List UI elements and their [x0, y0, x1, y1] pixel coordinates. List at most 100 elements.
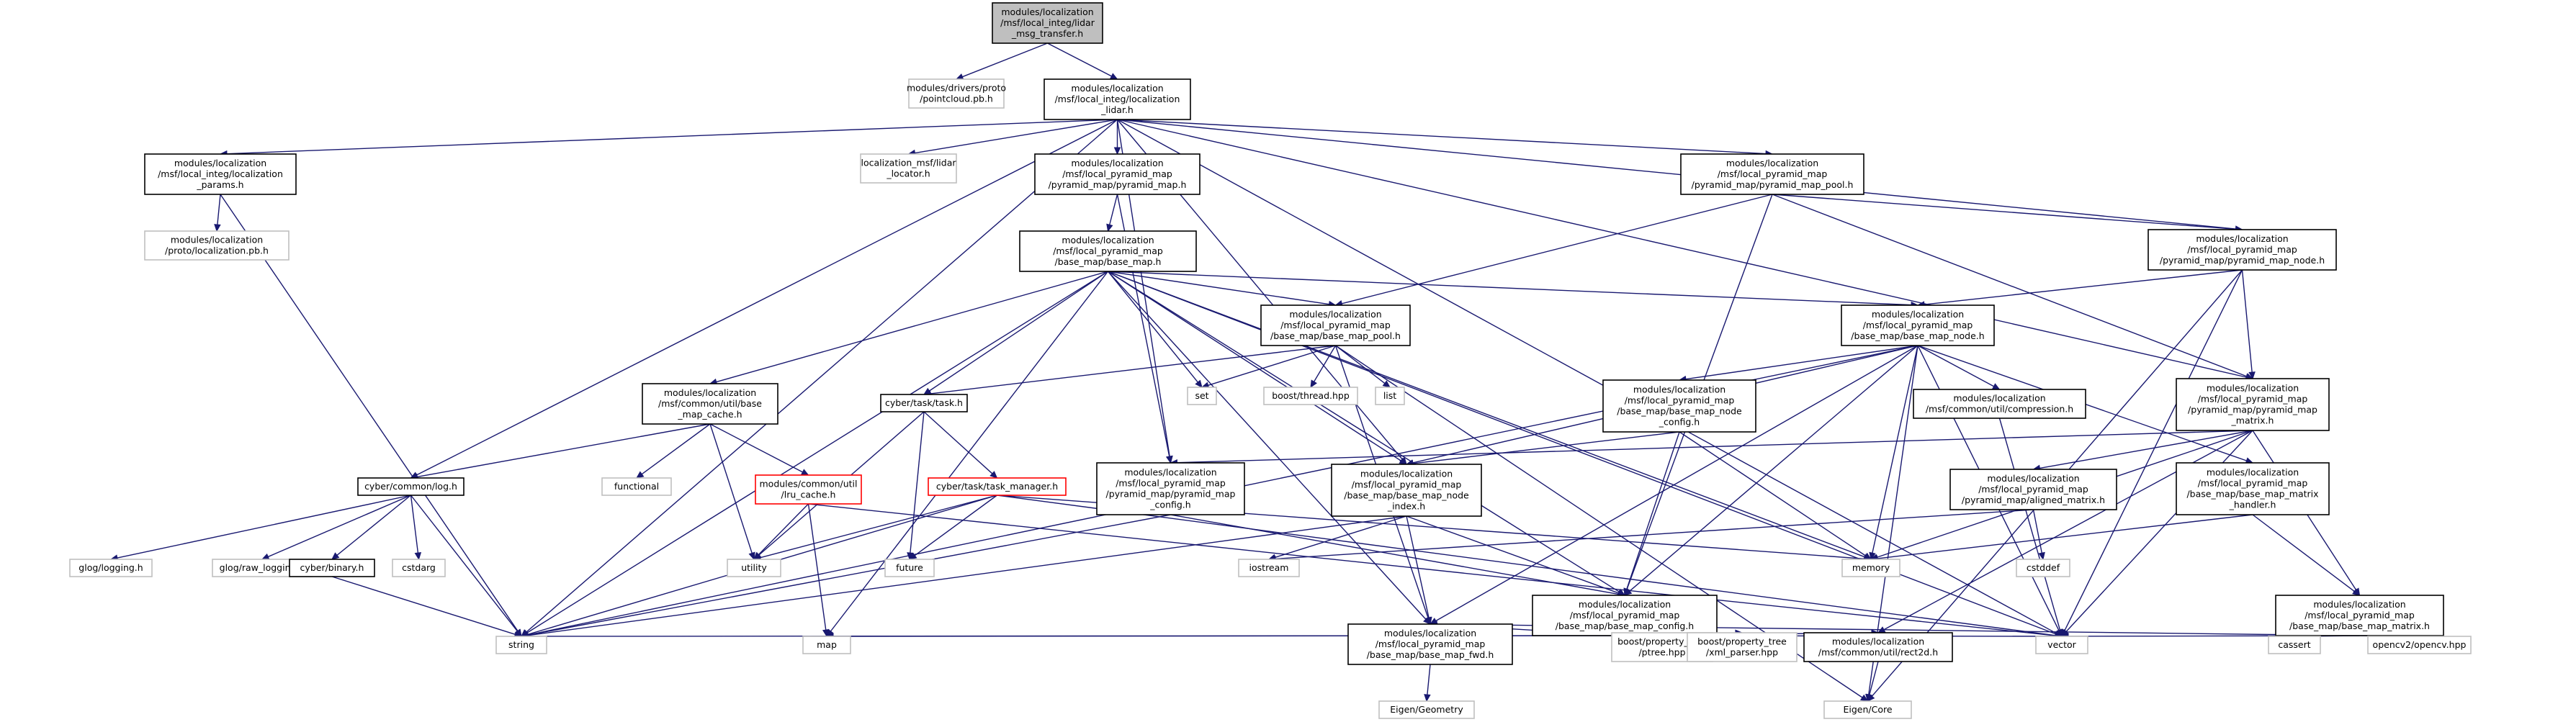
node-future[interactable]: future [884, 559, 935, 577]
edge-pyramid_map_pool-to-pyramid_map_node [1772, 194, 2243, 233]
node-label-line: cassert [2278, 639, 2310, 650]
node-label-line: localization_msf/lidar [861, 158, 957, 168]
node-map[interactable]: map [802, 636, 851, 654]
node-label-line: /msf/common/util/compression.h [1926, 404, 2073, 415]
edge-task-to-task_manager [923, 411, 998, 479]
node-base-map-node-config[interactable]: modules/localization/msf/local_pyramid_m… [1602, 379, 1756, 433]
node-box [1260, 304, 1411, 346]
node-label-line: modules/localization [1726, 158, 1818, 168]
node-label-line: /base_map/base_map_pool.h [1270, 330, 1401, 341]
node-base-map-fwd[interactable]: modules/localization/msf/local_pyramid_m… [1347, 623, 1513, 665]
node-log[interactable]: cyber/common/log.h [357, 477, 465, 496]
node-box [1913, 389, 2086, 419]
node-vector[interactable]: vector [2035, 636, 2088, 654]
node-label-line: /pyramid_map/aligned_matrix.h [1962, 495, 2105, 505]
node-boost-xml-parser[interactable]: boost/property_tree/xml_parser.hpp [1687, 632, 1798, 662]
node-localization-pb[interactable]: modules/localization/proto/localization.… [144, 230, 290, 261]
node-label-line: Eigen/Core [1843, 704, 1892, 715]
node-label-line: /base_map/base_map.h [1055, 256, 1162, 267]
node-base-map-cache[interactable]: modules/localization/msf/common/util/bas… [642, 383, 778, 425]
node-label-line: boost/property_tree [1617, 636, 1707, 647]
node-base-map-node-index[interactable]: modules/localization/msf/local_pyramid_m… [1331, 464, 1482, 517]
node-box [860, 153, 957, 184]
node-pyramid-map[interactable]: modules/localization/msf/local_pyramid_m… [1034, 153, 1201, 195]
node-memory[interactable]: memory [1841, 559, 1900, 577]
node-pointcloud[interactable]: modules/drivers/proto/pointcloud.pb.h [907, 78, 1006, 109]
node-label-line: modules/localization [171, 235, 263, 245]
node-lidar-locator[interactable]: localization_msf/lidar_locator.h [860, 153, 957, 184]
node-root[interactable]: modules/localization/msf/local_integ/lid… [992, 2, 1103, 44]
edge-base_map_cache-to-utility [709, 423, 755, 561]
node-localization-lidar[interactable]: modules/localization/msf/local_integ/loc… [1044, 78, 1191, 120]
node-label-line: modules/localization [2207, 467, 2299, 478]
node-base-map-config[interactable]: modules/localization/msf/local_pyramid_m… [1532, 595, 1718, 636]
node-base-map-matrix-handler[interactable]: modules/localization/msf/local_pyramid_m… [2176, 462, 2330, 515]
node-label-line: _config.h [1659, 417, 1700, 428]
node-set[interactable]: set [1187, 387, 1217, 405]
node-label-line: modules/localization [2313, 599, 2405, 610]
node-functional[interactable]: functional [601, 477, 672, 496]
node-label-line: /base_map/base_map_node [1344, 490, 1469, 501]
node-label-line: modules/localization [174, 158, 266, 168]
node-box [880, 394, 968, 412]
node-base-map-matrix[interactable]: modules/localization/msf/local_pyramid_m… [2275, 595, 2444, 636]
node-box [642, 383, 778, 425]
node-opencv[interactable]: opencv2/opencv.hpp [2367, 636, 2472, 654]
node-label-line: /xml_parser.hpp [1706, 647, 1778, 658]
node-label-line: _lidar.h [1100, 104, 1134, 115]
node-cassert[interactable]: cassert [2268, 636, 2321, 654]
node-rect2d[interactable]: modules/localization/msf/common/util/rec… [1803, 632, 1953, 662]
node-label-line: modules/localization [1062, 235, 1154, 245]
node-base-map-node[interactable]: modules/localization/msf/local_pyramid_m… [1841, 304, 1995, 346]
node-pyramid-map-pool[interactable]: modules/localization/msf/local_pyramid_m… [1680, 153, 1864, 195]
node-iostream[interactable]: iostream [1238, 559, 1300, 577]
edge-base_map_pool-to-boost_thread [1310, 345, 1337, 389]
edge-pyramid_map_matrix-to-rect2d [1877, 430, 2253, 633]
node-label-line: modules/localization [1289, 309, 1381, 320]
edge-pyramid_map_matrix-to-pyramid_map_config [1170, 430, 2253, 466]
node-cstdarg[interactable]: cstdarg [392, 559, 446, 577]
node-cyber-binary[interactable]: cyber/binary.h [289, 559, 375, 577]
node-box [601, 477, 672, 496]
node-pyramid-map-node[interactable]: modules/localization/msf/local_pyramid_m… [2148, 229, 2337, 271]
node-boost-thread[interactable]: boost/thread.hpp [1263, 387, 1358, 405]
node-label-line: _index.h [1387, 501, 1425, 512]
node-label-line: /base_map/base_map_matrix [2186, 489, 2318, 500]
node-pyramid-map-config[interactable]: modules/localization/msf/local_pyramid_m… [1096, 462, 1245, 515]
edge-log-to-glog_logging [109, 495, 411, 561]
node-pyramid-map-matrix[interactable]: modules/localization/msf/local_pyramid_m… [2176, 378, 2330, 431]
edge-log-to-glog_raw_logging [261, 495, 411, 560]
node-task-manager[interactable]: cyber/task/task_manager.h [928, 477, 1067, 496]
node-label-line: boost/property_tree [1697, 636, 1787, 647]
node-localization-params[interactable]: modules/localization/msf/local_integ/loc… [144, 153, 297, 195]
node-utility[interactable]: utility [727, 559, 781, 577]
edge-rect2d-to-eigen_core [1866, 661, 1879, 703]
edge-base_map_node_index-to-base_map_config [1406, 515, 1626, 597]
node-eigen-geometry[interactable]: Eigen/Geometry [1378, 700, 1475, 719]
edge-task-to-future [907, 411, 925, 561]
node-cstddef[interactable]: cstddef [2016, 559, 2070, 577]
edge-pyramid_map_node-to-pyramid_map_matrix [2241, 269, 2256, 380]
node-label-line: /msf/local_pyramid_map [1053, 245, 1163, 256]
node-base-map[interactable]: modules/localization/msf/local_pyramid_m… [1019, 230, 1197, 272]
edge-localization_params-to-localization_pb [214, 194, 221, 233]
node-list[interactable]: list [1375, 387, 1405, 405]
node-label-line: /msf/local_pyramid_map [1978, 484, 2088, 495]
node-label-line: /msf/local_pyramid_map [1570, 610, 1680, 621]
node-lru-cache[interactable]: modules/common/util/lru_cache.h [755, 474, 862, 505]
node-label-line: _locator.h [886, 168, 930, 179]
node-task[interactable]: cyber/task/task.h [880, 394, 968, 412]
node-compression[interactable]: modules/localization/msf/common/util/com… [1913, 389, 2086, 419]
node-glog-logging[interactable]: glog/logging.h [69, 559, 153, 577]
node-aligned-matrix[interactable]: modules/localization/msf/local_pyramid_m… [1949, 469, 2117, 510]
node-label-line: /base_map/base_map_node [1617, 406, 1742, 417]
node-string[interactable]: string [495, 636, 547, 654]
node-label-line: modules/localization [1633, 384, 1725, 395]
node-label-line: /msf/local_pyramid_map [1116, 478, 1226, 489]
node-eigen-core[interactable]: Eigen/Core [1823, 700, 1912, 719]
node-box [1263, 387, 1358, 405]
node-label-line: _config.h [1149, 500, 1190, 510]
node-label-line: cyber/task/task.h [885, 397, 963, 408]
edge-pyramid_map_node-to-base_map_node [1916, 269, 2243, 308]
node-base-map-pool[interactable]: modules/localization/msf/local_pyramid_m… [1260, 304, 1411, 346]
